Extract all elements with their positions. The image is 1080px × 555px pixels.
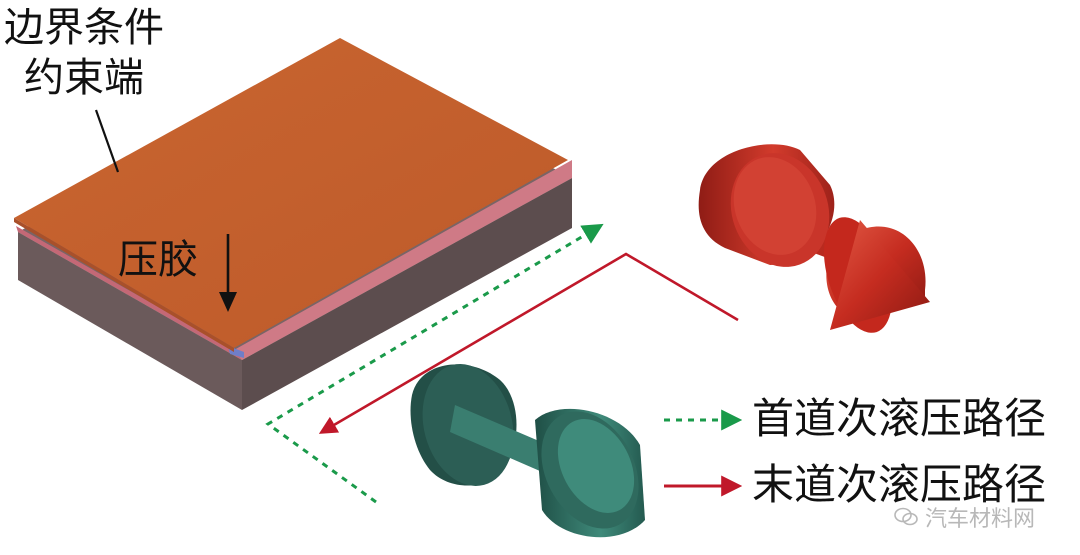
teal-cylinder-roller bbox=[410, 364, 645, 538]
wechat-icon bbox=[894, 507, 918, 526]
glue-down-arrow bbox=[219, 234, 237, 312]
top-plate bbox=[14, 38, 568, 352]
watermark-text: 汽车材料网 bbox=[925, 507, 1036, 532]
glue-label: 压胶 bbox=[118, 237, 198, 283]
first-pass-path bbox=[265, 223, 604, 504]
boundary-leader-line bbox=[94, 109, 120, 173]
watermark: 汽车材料网 bbox=[893, 502, 1053, 532]
boundary-label-line1: 边界条件 bbox=[4, 5, 164, 51]
final-pass-path bbox=[318, 252, 739, 434]
legend-final-pass-text: 末道次滚压路径 bbox=[752, 460, 1047, 509]
legend-first-pass-text: 首道次滚压路径 bbox=[752, 394, 1047, 443]
red-cone-roller bbox=[698, 144, 930, 333]
boundary-label-line2: 约束端 bbox=[24, 55, 144, 101]
